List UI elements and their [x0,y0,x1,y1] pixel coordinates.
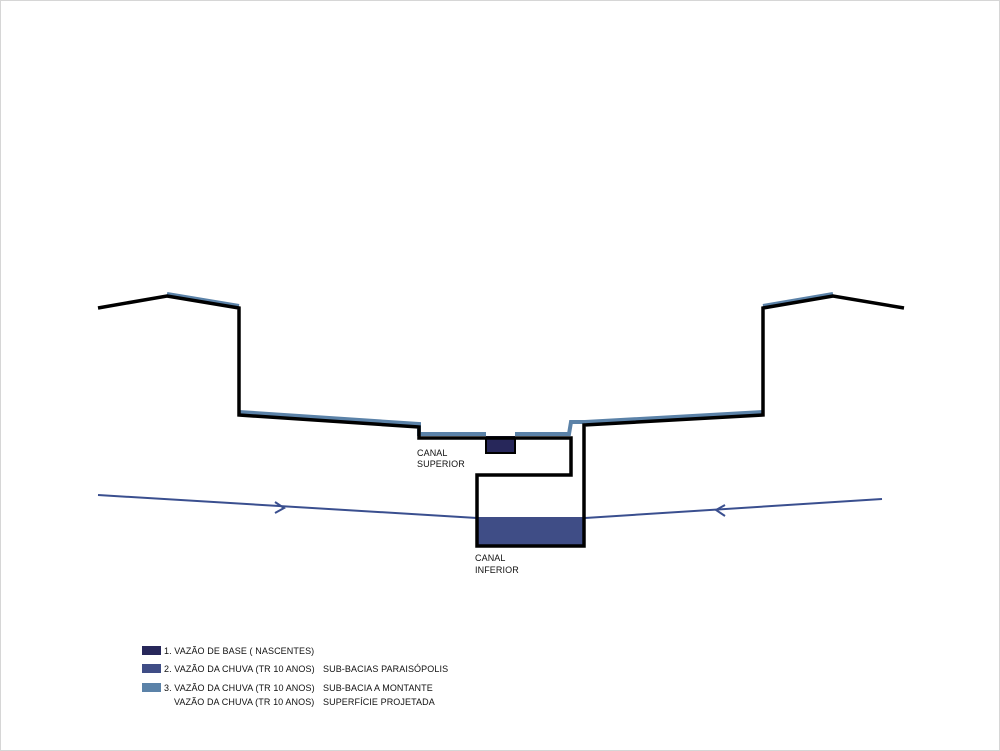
legend-swatch-rain-upstream [142,683,161,692]
legend-swatch-base-flow [142,646,161,655]
legend-swatch-rain-paraisopolis [142,664,161,673]
label-canal-superior-2: SUPERIOR [417,459,465,469]
flow-arrow-right-icon [714,504,726,517]
flow-line-left [97,494,478,519]
label-canal-inferior-2: INFERIOR [475,565,519,575]
legend: 1. VAZÃO DE BASE ( NASCENTES) 2. VAZÃO D… [142,646,448,707]
surface-runoff [166,292,834,436]
runoff-center [515,420,585,436]
legend-detail-3: SUB-BACIA A MONTANTE [323,683,433,693]
label-canal-inferior-1: CANAL [475,553,506,563]
legend-text-1: 1. VAZÃO DE BASE ( NASCENTES) [164,646,314,656]
runoff-right-terrace [584,410,764,424]
legend-detail-2: SUB-BACIAS PARAISÓPOLIS [323,664,448,674]
legend-text-2: 2. VAZÃO DA CHUVA (TR 10 ANOS) [164,664,315,674]
legend-text-4: VAZÃO DA CHUVA (TR 10 ANOS) [174,697,314,707]
groundwater-flow [97,494,883,519]
upper-canal-base-flow [486,436,515,452]
legend-text-3: 3. VAZÃO DA CHUVA (TR 10 ANOS) [164,683,315,693]
runoff-right-slope [762,292,834,308]
flow-line-right [584,498,883,519]
label-canal-superior-1: CANAL [417,448,448,458]
lower-canal-water [477,517,584,546]
legend-detail-4: SUPERFÍCIE PROJETADA [323,697,435,707]
runoff-left-slope [166,292,240,308]
upper-canal-box [485,438,516,454]
terrain-profile [97,294,905,548]
flow-arrow-left-icon [274,501,286,514]
